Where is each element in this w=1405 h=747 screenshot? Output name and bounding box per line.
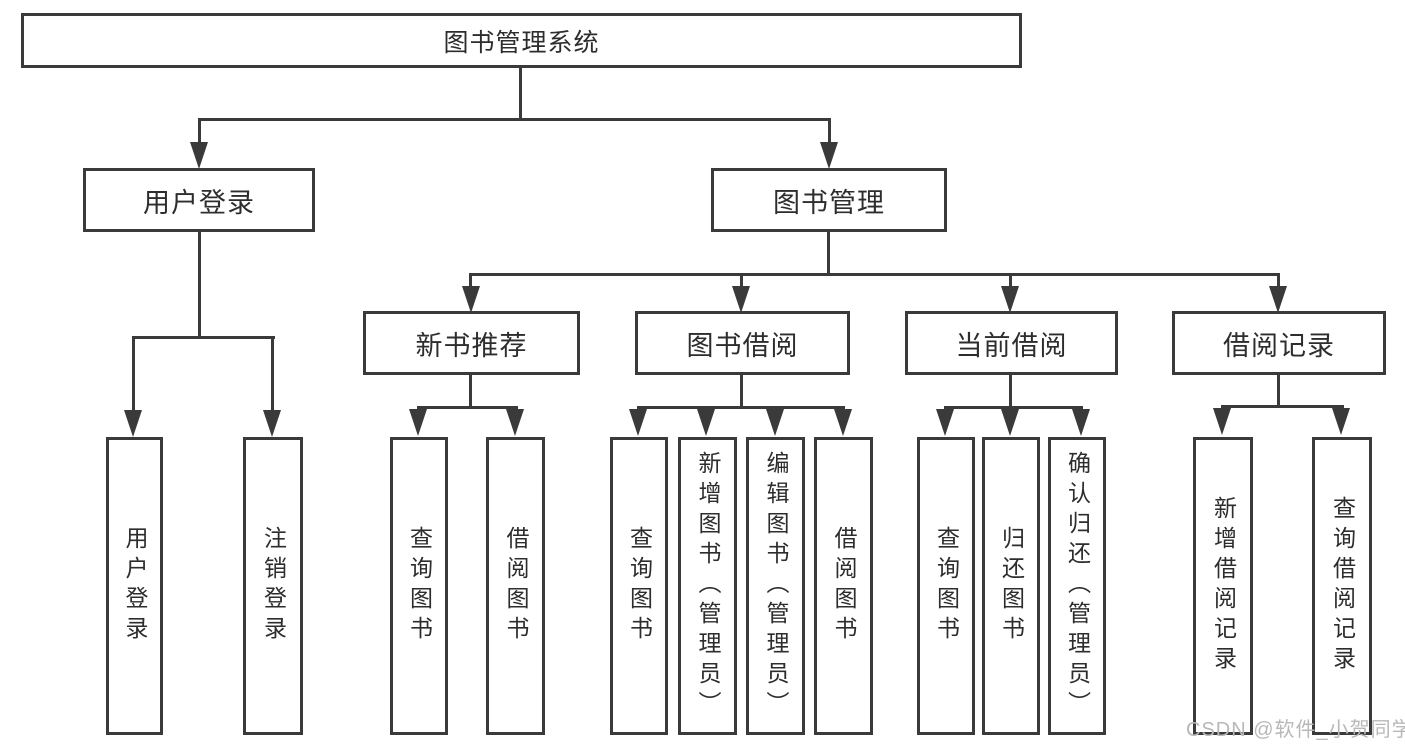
connector-stem-borrow-records (1277, 273, 1280, 289)
arrow-to-logout-leaf (263, 410, 281, 437)
leaf-return-books-label: 归还图书 (998, 526, 1025, 646)
arrow-records-leaf-1 (1213, 408, 1231, 435)
arrow-records-leaf-2 (1332, 408, 1350, 435)
node-book-borrow: 图书借阅 (635, 311, 850, 375)
connector-newbook-rail (417, 406, 518, 409)
connector-userlogin-drop (198, 232, 201, 336)
leaf-query-books-borrow: 查询图书 (610, 437, 668, 735)
leaf-add-borrow-record-label: 新增借阅记录 (1210, 496, 1237, 676)
connector-userlogin-rail (132, 336, 275, 339)
connector-bookborrow-drop (740, 375, 743, 409)
arrow-to-borrow-records (1269, 286, 1287, 313)
node-user-login: 用户登录 (83, 168, 315, 232)
leaf-query-borrow-record-label: 查询借阅记录 (1329, 496, 1356, 676)
leaf-logout: 注销登录 (243, 437, 303, 735)
connector-stem-login-leaf (132, 336, 135, 411)
arrow-to-book-borrow (732, 286, 750, 313)
leaf-borrow-books-label: 借阅图书 (831, 526, 857, 646)
leaf-edit-books-admin: 编辑图书（管理员） (746, 437, 805, 735)
leaf-query-books-recommend: 查询图书 (390, 437, 448, 735)
arrow-bookborrow-leaf-3 (766, 409, 784, 436)
arrow-to-user-login (190, 142, 208, 169)
arrow-currentborrow-leaf-3 (1072, 409, 1090, 436)
leaf-edit-books-admin-label: 编辑图书（管理员） (763, 451, 789, 721)
arrow-to-book-management (820, 142, 838, 169)
node-book-management: 图书管理 (711, 168, 947, 232)
connector-currentborrow-rail (944, 406, 1083, 409)
connector-bookmgmt-drop (827, 232, 830, 276)
arrow-bookborrow-leaf-1 (629, 409, 647, 436)
leaf-return-books: 归还图书 (982, 437, 1040, 735)
arrow-to-current-borrow (1001, 286, 1019, 313)
connector-newbook-drop (469, 375, 472, 409)
node-new-book-recommend: 新书推荐 (363, 311, 580, 375)
arrow-newbook-leaf-1 (409, 409, 427, 436)
leaf-borrow-books-recommend-label: 借阅图书 (503, 526, 529, 646)
arrow-currentborrow-leaf-1 (936, 409, 954, 436)
connector-stem-new-book (469, 273, 472, 289)
connector-records-rail (1221, 405, 1344, 408)
connector-stem-book-management (828, 118, 831, 144)
leaf-add-books-admin: 新增图书（管理员） (678, 437, 737, 735)
connector-stem-logout-leaf (271, 336, 274, 411)
arrow-to-new-book (462, 286, 480, 313)
leaf-query-books-recommend-label: 查询图书 (406, 526, 433, 646)
connector-stem-book-borrow (740, 273, 743, 289)
arrow-bookborrow-leaf-4 (834, 409, 852, 436)
leaf-query-borrow-record: 查询借阅记录 (1312, 437, 1372, 735)
leaf-logout-label: 注销登录 (260, 526, 287, 646)
node-current-borrow: 当前借阅 (905, 311, 1118, 375)
leaf-user-login: 用户登录 (106, 437, 163, 735)
connector-root-rail (198, 118, 831, 121)
connector-bookmgmt-rail (469, 273, 1280, 276)
leaf-query-books-current: 查询图书 (917, 437, 975, 735)
arrow-to-login-leaf (124, 410, 142, 437)
node-library-management-system: 图书管理系统 (21, 13, 1022, 68)
connector-records-drop (1277, 375, 1280, 408)
connector-currentborrow-drop (1009, 375, 1012, 409)
leaf-confirm-return-admin: 确认归还（管理员） (1048, 437, 1106, 735)
leaf-confirm-return-admin-label: 确认归还（管理员） (1064, 451, 1091, 721)
leaf-borrow-books: 借阅图书 (814, 437, 873, 735)
leaf-query-books-borrow-label: 查询图书 (626, 526, 653, 646)
leaf-add-borrow-record: 新增借阅记录 (1193, 437, 1253, 735)
leaf-borrow-books-recommend: 借阅图书 (486, 437, 545, 735)
leaf-add-books-admin-label: 新增图书（管理员） (695, 451, 721, 721)
leaf-query-books-current-label: 查询图书 (933, 526, 960, 646)
connector-bookborrow-rail (637, 406, 845, 409)
arrow-newbook-leaf-2 (506, 409, 524, 436)
csdn-watermark: CSDN @软件_小贺同学 (1186, 719, 1405, 741)
node-borrow-records: 借阅记录 (1172, 311, 1386, 375)
leaf-user-login-label: 用户登录 (122, 526, 148, 646)
arrow-bookborrow-leaf-2 (697, 409, 715, 436)
arrow-currentborrow-leaf-2 (1001, 409, 1019, 436)
connector-root-drop (519, 68, 522, 118)
connector-stem-user-login (198, 118, 201, 144)
connector-stem-current-borrow (1009, 273, 1012, 289)
